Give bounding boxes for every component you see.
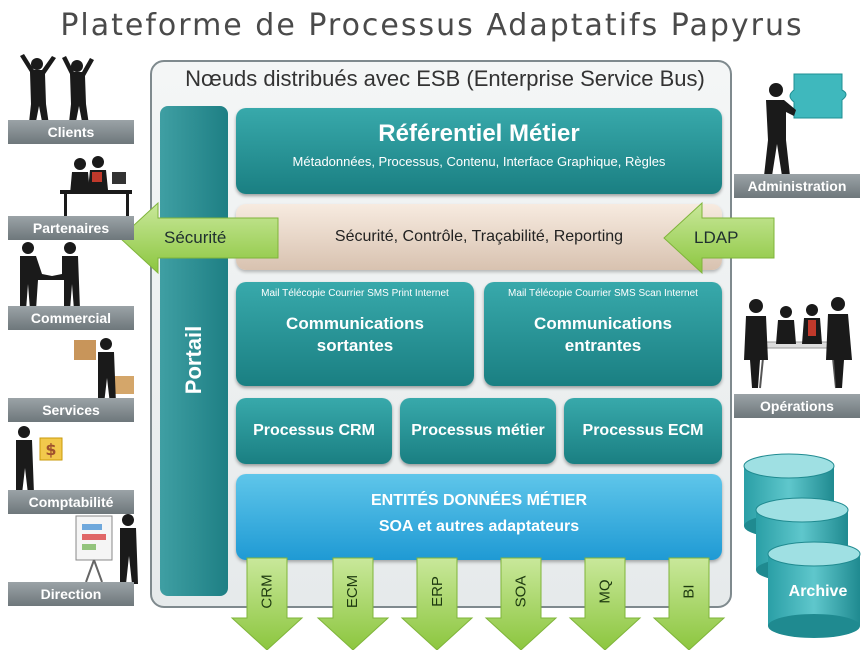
role-operations[interactable]: Opérations (734, 394, 860, 418)
adapter-soa-arrow (484, 557, 558, 650)
process-crm-label: Processus CRM (253, 422, 375, 439)
adapter-erp-label: ERP (428, 575, 446, 607)
comm-in-line2: entrantes (564, 336, 642, 355)
services-boxes-icon (74, 338, 134, 404)
role-services[interactable]: Services (8, 398, 134, 422)
referentiel-box[interactable]: Référentiel Métier Métadonnées, Processu… (236, 108, 722, 194)
partners-desk-icon (60, 156, 132, 216)
ldap-arrow-label: LDAP (694, 228, 739, 247)
adapter-mq-label: MQ (596, 578, 614, 604)
role-partenaires[interactable]: Partenaires (8, 216, 134, 240)
process-metier-box[interactable]: Processus métier (400, 398, 556, 464)
role-comptabilite[interactable]: Comptabilité (8, 490, 134, 514)
clients-people-icon (20, 54, 94, 132)
role-direction[interactable]: Direction (8, 582, 134, 606)
ldap-arrow (663, 201, 775, 275)
entities-line2: SOA et autres adaptateurs (378, 518, 580, 535)
adapter-crm-arrow (230, 557, 304, 650)
administration-puzzle-icon (764, 73, 847, 176)
process-ecm-label: Processus ECM (582, 422, 704, 439)
adapter-bi-arrow (652, 557, 726, 650)
role-clients[interactable]: Clients (8, 120, 134, 144)
adapter-ecm-label: ECM (344, 574, 362, 608)
adapter-mq-arrow (568, 557, 642, 650)
archive-database-icon (743, 453, 861, 638)
comm-out-line1: Communications (286, 314, 424, 333)
comm-in-line1: Communications (534, 314, 672, 333)
security-arrow-left (119, 201, 279, 275)
svg-text:$: $ (45, 440, 56, 459)
comm-out-channels: Mail Télécopie Courrier SMS Print Intern… (261, 288, 449, 299)
process-ecm-box[interactable]: Processus ECM (564, 398, 722, 464)
entities-line1: ENTITÉS DONNÉES MÉTIER (370, 492, 588, 509)
adapter-crm-label: CRM (258, 573, 276, 609)
security-bar-label: Sécurité, Contrôle, Traçabilité, Reporti… (334, 228, 624, 245)
adapter-erp-arrow (400, 557, 474, 650)
role-administration[interactable]: Administration (734, 174, 860, 198)
comm-out-line2: sortantes (316, 336, 394, 355)
accounting-dollar-icon: $ (16, 426, 63, 494)
comm-out-box[interactable]: Mail Télécopie Courrier SMS Print Intern… (236, 282, 474, 386)
page-title: Plateforme de Processus Adaptatifs Papyr… (60, 8, 804, 43)
role-commercial[interactable]: Commercial (8, 306, 134, 330)
adapter-ecm-arrow (316, 557, 390, 650)
referentiel-subtitle: Métadonnées, Processus, Contenu, Interfa… (292, 154, 666, 169)
direction-board-icon (75, 514, 138, 584)
archive-label[interactable]: Archive (788, 583, 848, 600)
adapter-bi-label: BI (680, 583, 698, 599)
operations-meeting-icon (744, 297, 852, 389)
security-bar[interactable]: Sécurité, Contrôle, Traçabilité, Reporti… (236, 204, 722, 270)
commercial-handshake-icon (20, 242, 80, 310)
referentiel-title: Référentiel Métier (378, 120, 580, 147)
frame-title: Nœuds distribués avec ESB (Enterprise Se… (185, 66, 705, 91)
process-crm-box[interactable]: Processus CRM (236, 398, 392, 464)
comm-in-channels: Mail Télécopie Courrier SMS Scan Interne… (508, 288, 698, 299)
process-metier-label: Processus métier (411, 422, 545, 439)
comm-in-box[interactable]: Mail Télécopie Courrier SMS Scan Interne… (484, 282, 722, 386)
portal-column[interactable] (160, 106, 228, 596)
entities-box[interactable]: ENTITÉS DONNÉES MÉTIER SOA et autres ada… (236, 474, 722, 560)
security-arrow-label: Sécurité (164, 228, 227, 247)
adapter-soa-label: SOA (512, 575, 530, 607)
portal-label: Portail (181, 325, 206, 395)
